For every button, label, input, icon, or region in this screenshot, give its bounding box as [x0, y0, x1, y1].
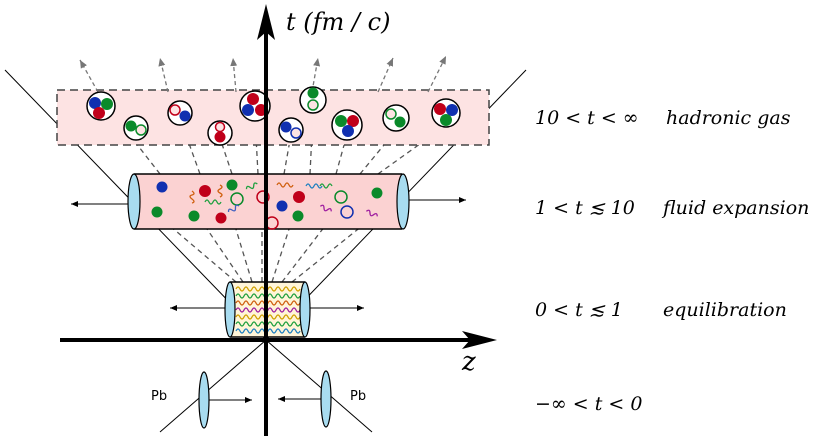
partons	[151, 179, 383, 230]
space-axis	[60, 331, 497, 349]
flow-lines-lower	[169, 225, 363, 283]
time-axis-label: t (fm / c)	[286, 8, 390, 36]
nucleus-label-right: Pb	[350, 389, 366, 404]
stage-range-hadronic: 10 < t < ∞	[535, 107, 639, 129]
meson	[123, 115, 149, 141]
meson	[167, 100, 193, 126]
incoming-nuclei: Pb Pb	[151, 370, 366, 429]
nucleus-label-left: Pb	[151, 389, 167, 404]
stage-labels: 10 < t < ∞ hadronic gas 1 < t ≲ 10 fluid…	[535, 107, 809, 415]
meson	[382, 104, 410, 132]
stage-name-equilibration: equilibration	[663, 299, 787, 321]
escape-arrows	[79, 55, 447, 93]
meson	[278, 117, 304, 143]
stage-range-equilibration: 0 < t ≲ 1	[535, 299, 623, 321]
hadrons	[86, 86, 461, 146]
stage-range-initial: −∞ < t < 0	[535, 393, 642, 415]
baryon	[86, 91, 116, 121]
meson	[207, 120, 233, 146]
baryon	[331, 109, 363, 141]
stage-name-fluid: fluid expansion	[661, 197, 809, 219]
fluid-expansion-tube	[71, 173, 466, 230]
meson	[299, 86, 327, 114]
space-axis-label: z	[461, 347, 476, 377]
hadronic-gas-box	[56, 89, 490, 146]
nucleus-right	[320, 370, 332, 428]
stage-range-fluid: 1 < t ≲ 10	[535, 197, 635, 219]
stage-name-hadronic: hadronic gas	[666, 107, 791, 129]
time-axis	[257, 4, 275, 436]
baryon	[431, 98, 461, 128]
nucleus-left	[198, 371, 210, 429]
baryon	[239, 90, 271, 122]
